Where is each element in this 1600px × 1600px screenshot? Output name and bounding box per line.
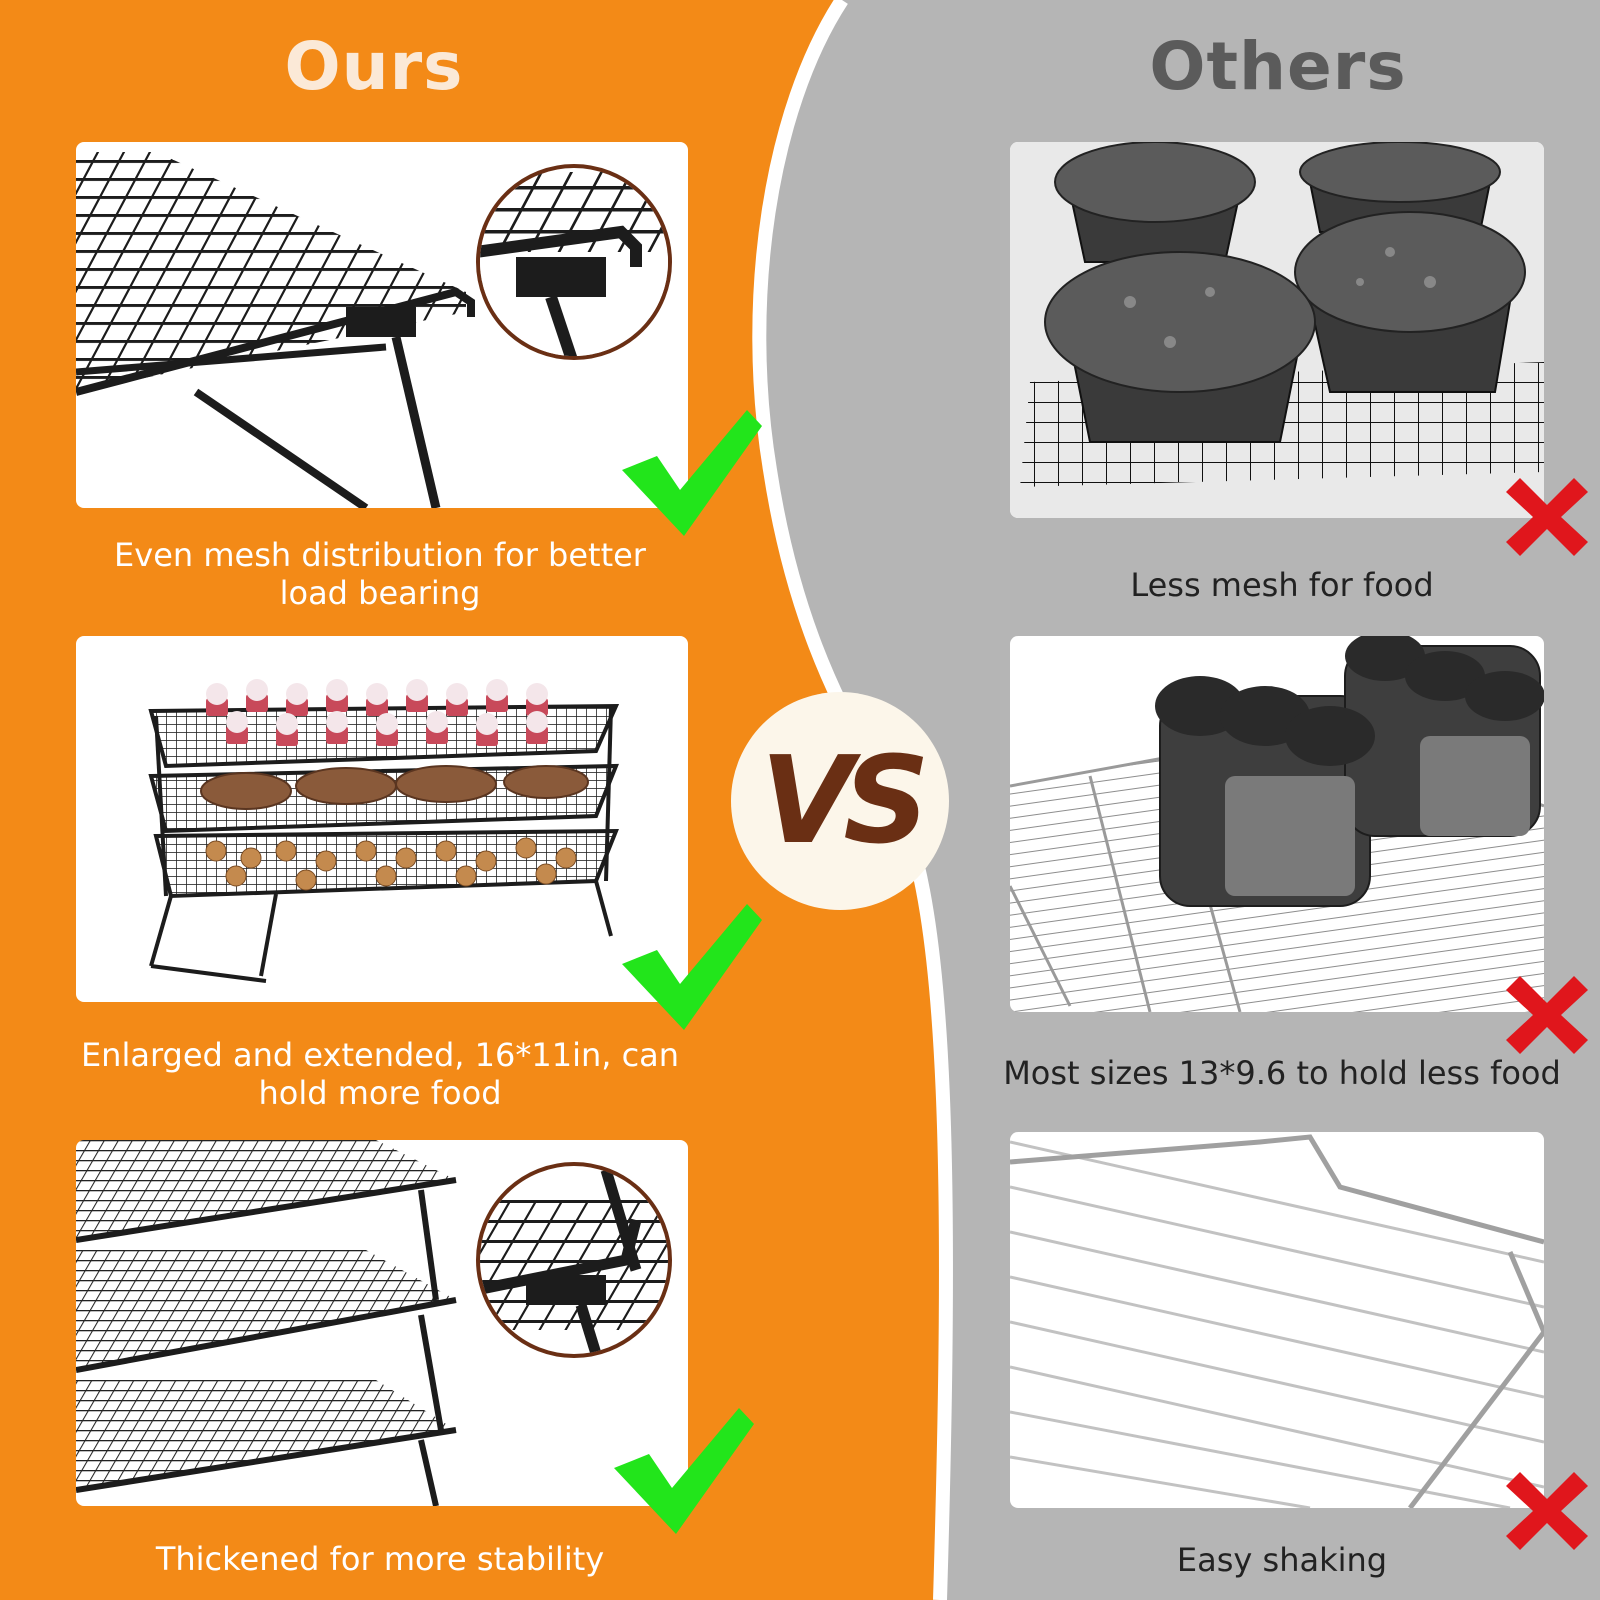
cross-icon [1506, 976, 1588, 1054]
thin-rack-illustration [1010, 1134, 1544, 1508]
ours-heading: Ours [284, 28, 464, 105]
others-heading: Others [1149, 28, 1407, 105]
check-icon [614, 1408, 754, 1534]
ours-image-stability [76, 1140, 688, 1506]
vs-label: VS [760, 731, 929, 871]
ours-image-mesh [76, 142, 688, 508]
others-caption-stability: Easy shaking [1176, 1541, 1388, 1579]
vs-badge: VS [731, 692, 949, 910]
cross-icon [1506, 1472, 1588, 1550]
bread-rack-illustration [1010, 636, 1544, 1012]
ours-caption-stability: Thickened for more stability [155, 1540, 605, 1578]
others-caption-mesh: Less mesh for food [1130, 566, 1434, 604]
check-icon [622, 410, 762, 536]
check-icon [622, 904, 762, 1030]
three-tier-rack-illustration [148, 679, 620, 983]
stacked-racks-illustration [76, 1140, 672, 1506]
others-image-size [1010, 636, 1544, 1012]
ours-caption-mesh: Even mesh distribution for better load b… [114, 536, 646, 612]
cross-icon [1506, 478, 1588, 556]
cupcakes [206, 679, 548, 746]
black-rack-illustration [76, 152, 672, 508]
ours-caption-size: Enlarged and extended, 16*11in, can hold… [80, 1036, 680, 1112]
ours-image-size [76, 636, 688, 1002]
others-caption-size: Most sizes 13*9.6 to hold less food [1003, 1054, 1561, 1092]
muffins-illustration [1010, 142, 1544, 518]
others-image-stability [1010, 1132, 1544, 1508]
others-image-mesh [1010, 142, 1544, 518]
